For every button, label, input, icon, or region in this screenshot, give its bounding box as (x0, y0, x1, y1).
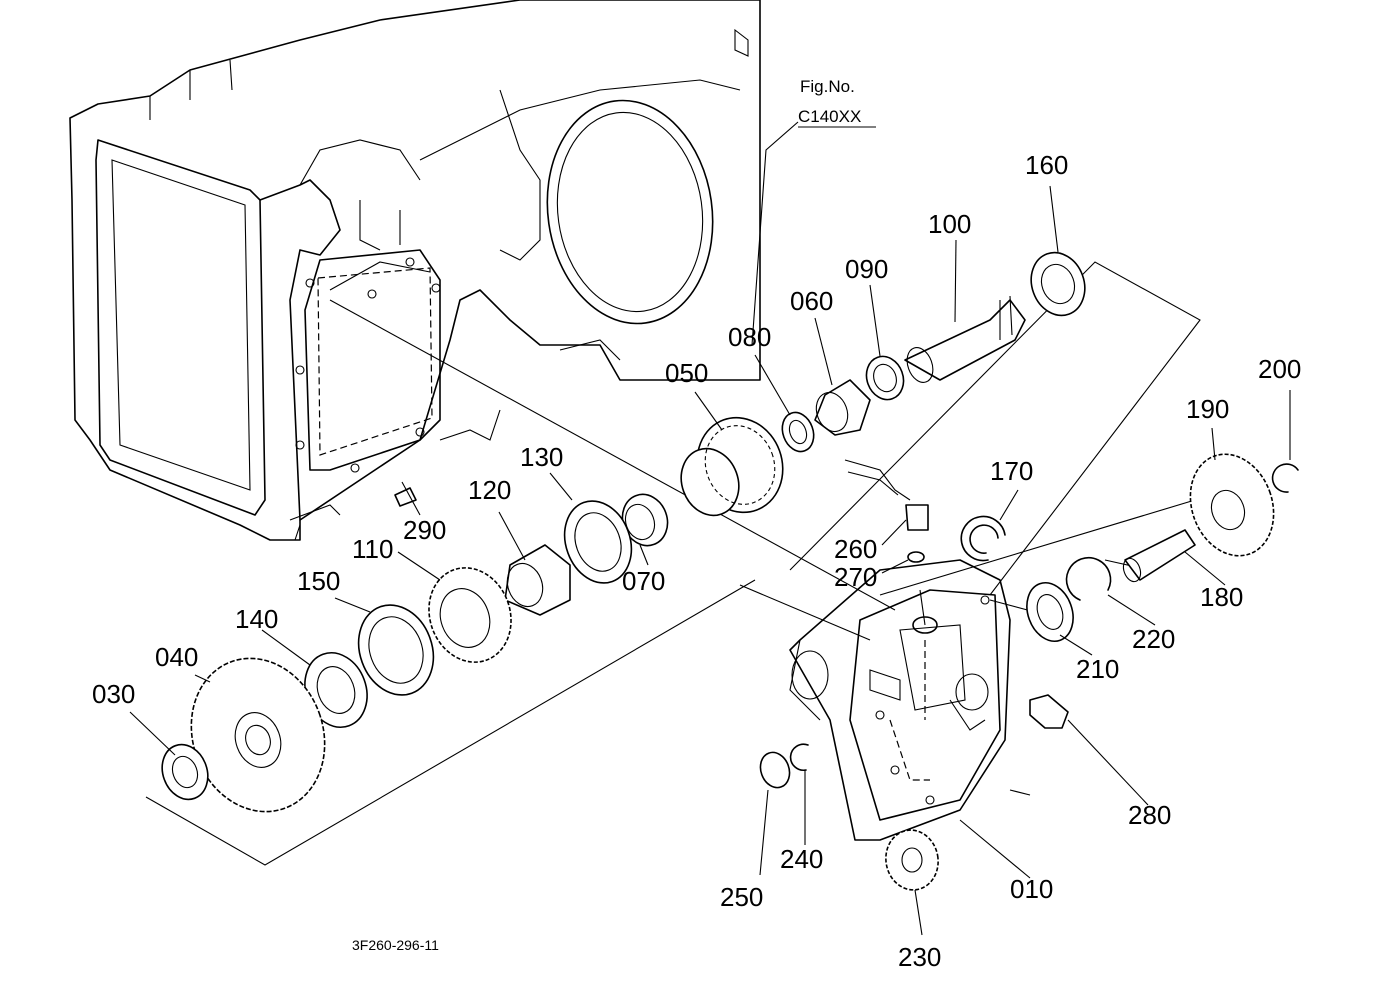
part-shapes (161, 251, 1299, 891)
part-label-270[interactable]: 270 (834, 562, 877, 592)
part-label-090[interactable]: 090 (845, 254, 888, 284)
part-label-230[interactable]: 230 (898, 942, 941, 972)
part-label-060[interactable]: 060 (790, 286, 833, 316)
drawing-code: 3F260-296-11 (352, 937, 439, 953)
part-label-160[interactable]: 160 (1025, 150, 1068, 180)
part-label-210[interactable]: 210 (1076, 654, 1119, 684)
part-label-280[interactable]: 280 (1128, 800, 1171, 830)
housing-cover-010 (789, 559, 1011, 841)
part-label-260[interactable]: 260 (834, 534, 877, 564)
leader-lines (129, 121, 1291, 936)
part-label-030[interactable]: 030 (92, 679, 135, 709)
fig-no-value: C140XX (798, 107, 861, 126)
part-label-080[interactable]: 080 (728, 322, 771, 352)
part-label-050[interactable]: 050 (665, 358, 708, 388)
part-label-010[interactable]: 010 (1010, 874, 1053, 904)
part-label-290[interactable]: 290 (403, 515, 446, 545)
fig-no-label: Fig.No. (800, 77, 855, 96)
part-label-170[interactable]: 170 (990, 456, 1033, 486)
part-label-250[interactable]: 250 (720, 882, 763, 912)
part-label-100[interactable]: 100 (928, 209, 971, 239)
part-label-140[interactable]: 140 (235, 604, 278, 634)
part-label-180[interactable]: 180 (1200, 582, 1243, 612)
part-labels: 010 030 040 050 060 070 080 090 100 110 … (92, 150, 1301, 972)
part-label-200[interactable]: 200 (1258, 354, 1301, 384)
part-label-040[interactable]: 040 (155, 642, 198, 672)
part-label-120[interactable]: 120 (468, 475, 511, 505)
part-label-190[interactable]: 190 (1186, 394, 1229, 424)
reference-lines (145, 261, 1201, 866)
part-label-070[interactable]: 070 (622, 566, 665, 596)
part-label-110[interactable]: 110 (352, 534, 393, 564)
part-label-220[interactable]: 220 (1132, 624, 1175, 654)
transmission-housing (69, 0, 761, 541)
part-label-130[interactable]: 130 (520, 442, 563, 472)
part-label-240[interactable]: 240 (780, 844, 823, 874)
figure-info: Fig.No. C140XX 3F260-296-11 (352, 77, 876, 953)
part-label-150[interactable]: 150 (297, 566, 340, 596)
